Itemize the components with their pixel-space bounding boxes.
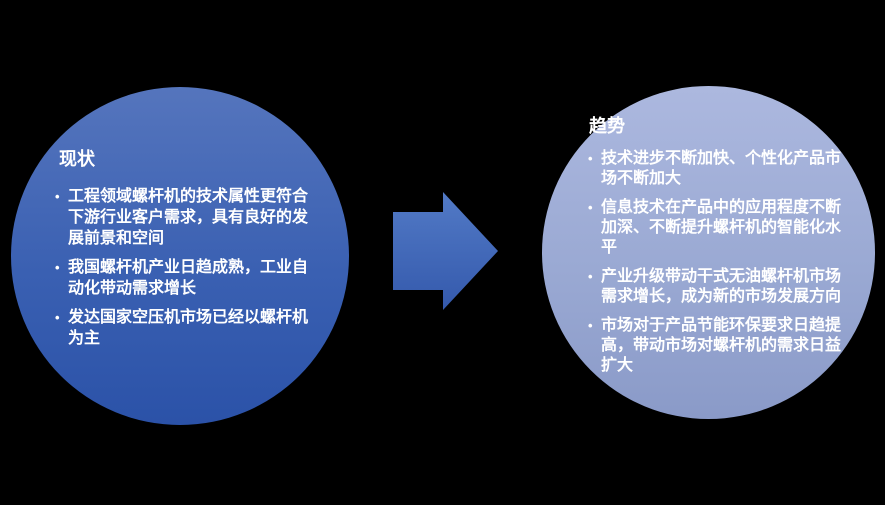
bullet-icon — [55, 307, 68, 328]
list-item: 信息技术在产品中的应用程度不断加深、不断提升螺杆机的智能化水平 — [588, 198, 850, 258]
current-status-title: 现状 — [59, 149, 95, 169]
bullet-icon — [55, 257, 68, 278]
trends-title: 趋势 — [589, 116, 625, 136]
bullet-icon — [588, 149, 601, 169]
bullet-icon — [588, 267, 601, 287]
bullet-icon — [588, 316, 601, 336]
bullet-icon — [588, 198, 601, 218]
bullet-text: 信息技术在产品中的应用程度不断加深、不断提升螺杆机的智能化水平 — [601, 199, 842, 256]
bullet-text: 工程领域螺杆机的技术属性更符合下游行业客户需求，具有良好的发展前景和空间 — [68, 188, 309, 247]
right-arrow-icon — [393, 192, 498, 310]
bullet-text: 我国螺杆机产业日趋成熟，工业自动化带动需求增长 — [68, 259, 309, 297]
trends-bullet-list: 技术进步不断加快、个性化产品市场不断加大 信息技术在产品中的应用程度不断加深、不… — [588, 149, 850, 376]
trends-circle: 趋势 技术进步不断加快、个性化产品市场不断加大 信息技术在产品中的应用程度不断加… — [542, 86, 875, 419]
list-item: 工程领域螺杆机的技术属性更符合下游行业客户需求，具有良好的发展前景和空间 — [55, 186, 317, 249]
bullet-icon — [55, 186, 68, 207]
bullet-text: 市场对于产品节能环保要求日趋提高，带动市场对螺杆机的需求日益扩大 — [601, 317, 842, 374]
list-item: 我国螺杆机产业日趋成熟，工业自动化带动需求增长 — [55, 257, 317, 299]
list-item: 发达国家空压机市场已经以螺杆机为主 — [55, 307, 317, 349]
bullet-text: 技术进步不断加快、个性化产品市场不断加大 — [601, 150, 842, 187]
list-item: 技术进步不断加快、个性化产品市场不断加大 — [588, 149, 850, 189]
bullet-text: 产业升级带动干式无油螺杆机市场需求增长，成为新的市场发展方向 — [601, 268, 842, 305]
current-status-circle: 现状 工程领域螺杆机的技术属性更符合下游行业客户需求，具有良好的发展前景和空间 … — [11, 87, 349, 425]
list-item: 市场对于产品节能环保要求日趋提高，带动市场对螺杆机的需求日益扩大 — [588, 316, 850, 376]
list-item: 产业升级带动干式无油螺杆机市场需求增长，成为新的市场发展方向 — [588, 267, 850, 307]
bullet-text: 发达国家空压机市场已经以螺杆机为主 — [68, 309, 309, 347]
current-status-bullet-list: 工程领域螺杆机的技术属性更符合下游行业客户需求，具有良好的发展前景和空间 我国螺… — [55, 186, 317, 349]
